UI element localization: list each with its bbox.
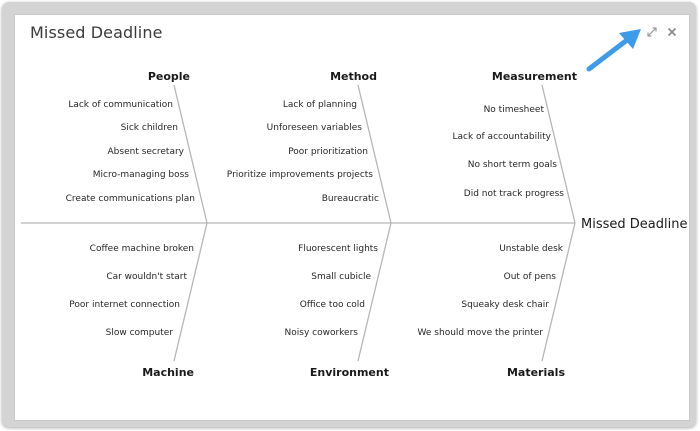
- category-people: People: [148, 70, 190, 83]
- bone-people: [173, 84, 208, 224]
- cause-item: Did not track progress: [464, 189, 565, 199]
- category-machine: Machine: [142, 366, 194, 379]
- diagram-panel: Missed Deadline People Method Measuremen…: [14, 14, 690, 421]
- bone-method: [357, 84, 392, 224]
- cause-item: Out of pens: [504, 272, 557, 282]
- cause-item: Unforeseen variables: [267, 123, 363, 133]
- category-materials: Materials: [507, 366, 565, 379]
- cause-item: Slow computer: [106, 328, 174, 338]
- fishbone-diagram: Missed Deadline People Method Measuremen…: [21, 70, 687, 379]
- cause-item: Lack of planning: [283, 100, 357, 110]
- close-button[interactable]: [664, 24, 680, 40]
- cause-item: Car wouldn't start: [106, 272, 187, 282]
- cause-item: Office too cold: [300, 300, 365, 310]
- pointer-arrow-icon: [586, 29, 641, 72]
- category-measurement: Measurement: [492, 70, 577, 83]
- bone-machine: [173, 222, 208, 362]
- cause-item: Poor prioritization: [288, 147, 368, 157]
- cause-item: No short term goals: [468, 160, 558, 170]
- cause-item: Absent secretary: [108, 147, 185, 157]
- bone-measurement: [541, 84, 576, 224]
- effect-label: Missed Deadline: [581, 217, 687, 232]
- cause-item: Lack of accountability: [452, 132, 551, 142]
- expand-button[interactable]: [644, 24, 660, 40]
- cause-item: We should move the printer: [418, 328, 544, 338]
- expand-icon: [647, 27, 657, 37]
- cause-item: Small cubicle: [311, 272, 371, 282]
- cause-item: Sick children: [121, 123, 178, 133]
- cause-item: Coffee machine broken: [90, 244, 194, 254]
- cause-item: Bureaucratic: [322, 194, 379, 204]
- cause-item: Squeaky desk chair: [461, 300, 549, 310]
- cause-item: Create communications plan: [66, 194, 195, 204]
- cause-item: Noisy coworkers: [285, 328, 359, 338]
- window-title: Missed Deadline: [30, 23, 163, 42]
- cause-item: Lack of communication: [68, 100, 173, 110]
- window-frame: Missed Deadline People Method Measuremen…: [2, 2, 696, 427]
- bone-materials: [541, 222, 576, 362]
- category-method: Method: [330, 70, 377, 83]
- category-environment: Environment: [310, 366, 389, 379]
- cause-item: Unstable desk: [499, 244, 564, 254]
- cause-item: No timesheet: [484, 105, 545, 115]
- cause-item: Fluorescent lights: [298, 244, 378, 254]
- cause-item: Prioritize improvements projects: [227, 170, 374, 180]
- close-icon: [667, 27, 677, 37]
- bone-environment: [357, 222, 392, 362]
- cause-item: Poor internet connection: [69, 300, 180, 310]
- cause-item: Micro-managing boss: [93, 170, 190, 180]
